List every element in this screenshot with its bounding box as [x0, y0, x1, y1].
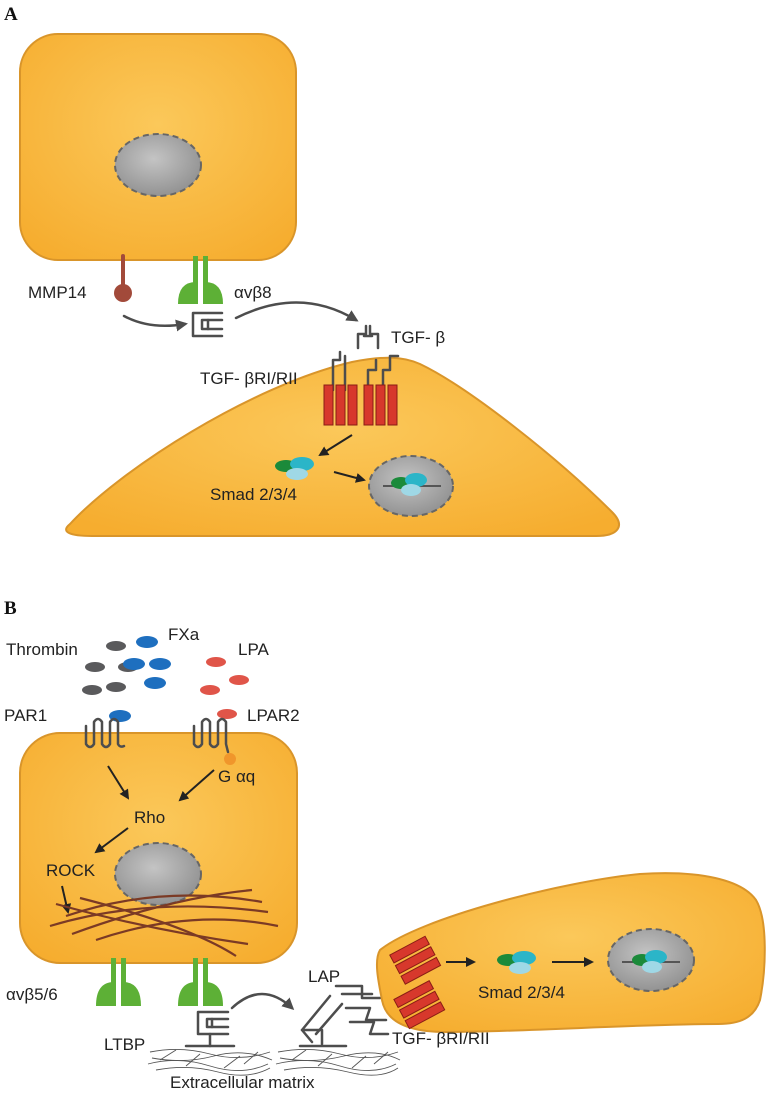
integrin-avb5-6-right [178, 958, 223, 1006]
lpa-label: LPA [238, 640, 270, 659]
avb8-label: αvβ8 [234, 283, 272, 302]
integrin-avb5-6-left [96, 958, 141, 1006]
galpha-q-label: G αq [218, 767, 255, 786]
rho-label: Rho [134, 808, 165, 827]
nucleus-b-left [114, 842, 202, 906]
fxa-label: FXa [168, 625, 200, 644]
actin-stress-fibers [49, 888, 279, 957]
rock-label: ROCK [46, 861, 96, 880]
lap-complex [298, 984, 390, 1048]
lap-label: LAP [308, 967, 340, 986]
latent-tgfb-ltbp-complex [184, 1010, 236, 1048]
tgfb-receptor-ligands [331, 350, 400, 392]
par1-label: PAR1 [4, 706, 47, 725]
smad-complex-b-nucleus [632, 950, 667, 973]
cell-a-bottom [65, 356, 620, 537]
smad-a-label: Smad 2/3/4 [210, 485, 297, 504]
mmp14-label: MMP14 [28, 283, 87, 302]
smad-to-nucleus-arrow-a [333, 471, 366, 483]
extracellular-matrix-right [275, 1049, 401, 1076]
tgfb-receptor-b-bottom [393, 980, 446, 1030]
latent-tgfb-complex-a [191, 311, 224, 338]
panel-b-label: B [4, 598, 17, 619]
avb5-6-label: αvβ5/6 [6, 985, 58, 1004]
par1-to-rho-arrow [107, 765, 130, 800]
tgfb-receptor-a-left [323, 384, 358, 426]
smad-b-label: Smad 2/3/4 [478, 983, 565, 1002]
tgfb-label: TGF- β [391, 328, 445, 347]
rho-to-rock-arrow [94, 827, 129, 854]
tgfb-release-arrow-b [230, 992, 295, 1011]
ltbp-label: LTBP [104, 1035, 145, 1054]
mmp14-cleavage-arrow [122, 314, 188, 332]
par1-receptor [84, 717, 126, 749]
active-tgfb-dimer [356, 324, 380, 350]
receptor-to-smad-arrow-a [318, 434, 353, 457]
lpa-molecules [200, 657, 249, 719]
smad-complex-a-nucleus [391, 473, 427, 496]
receptor-b-label: TGF- βRI/RII [392, 1029, 490, 1048]
lpar2-receptor [192, 717, 230, 754]
tgfb-release-arrow [234, 301, 359, 322]
fxa-molecules [109, 636, 171, 722]
galpha-to-rho-arrow [178, 769, 215, 802]
mmp14-protein [114, 254, 132, 302]
extracellular-matrix-left [147, 1049, 273, 1076]
receptor-a-label: TGF- βRI/RII [200, 369, 298, 388]
smad-complex-a-cytoplasm [275, 457, 314, 480]
integrin-avb8 [178, 256, 223, 304]
nucleus-a-top [114, 133, 202, 197]
thrombin-molecules [82, 641, 138, 695]
tgfb-receptor-a-right [363, 384, 398, 426]
thrombin-label: Thrombin [6, 640, 78, 659]
lpar2-label: LPAR2 [247, 706, 300, 725]
galpha-q-protein [224, 753, 236, 765]
ecm-label: Extracellular matrix [170, 1073, 315, 1092]
cell-b-right [375, 872, 766, 1034]
panel-a-label: A [4, 4, 18, 25]
tgfb-receptor-b-top [389, 935, 442, 985]
smad-complex-b-cytoplasm [497, 951, 536, 974]
